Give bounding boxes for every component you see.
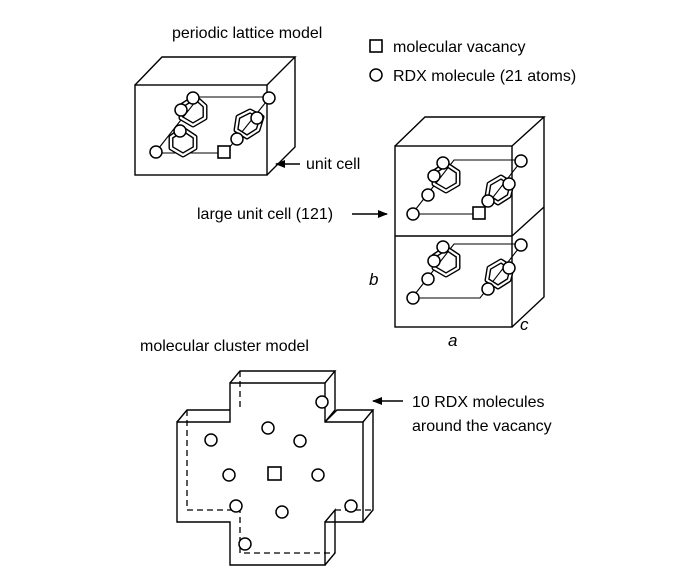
molecule-marker [514, 238, 528, 252]
molecule-marker [421, 272, 435, 286]
molecule-marker [406, 207, 420, 221]
molecule-marker [514, 154, 528, 168]
legend: molecular vacancy RDX molecule (21 atoms… [369, 39, 576, 85]
cluster-molecule [315, 395, 329, 409]
cluster-molecule [238, 537, 252, 551]
molecule-marker [149, 145, 163, 159]
legend-vacancy-label: molecular vacancy [393, 39, 526, 56]
cluster-molecule [229, 499, 243, 513]
cluster-molecule [344, 499, 358, 513]
vacancy-marker [472, 206, 486, 220]
large-unit-cell-box [394, 116, 546, 328]
large-unit-cell-label: large unit cell (121) [197, 206, 333, 223]
legend-molecule-label: RDX molecule (21 atoms) [393, 68, 576, 85]
cluster-note-line1: 10 RDX molecules [412, 394, 545, 411]
molecule-marker [481, 194, 495, 208]
molecule-marker [173, 124, 187, 138]
cluster-note-line2: around the vacancy [412, 418, 552, 435]
cluster-shape [176, 370, 375, 566]
axis-label-a: a [448, 331, 457, 350]
legend-molecule-icon [369, 68, 383, 82]
molecule-marker [427, 254, 441, 268]
cluster-molecule [222, 468, 236, 482]
molecule-marker [427, 169, 441, 183]
axis-label-b: b [369, 270, 378, 289]
cluster-molecule [204, 433, 218, 447]
unit-cell-label: unit cell [306, 156, 360, 173]
cluster-molecule [311, 468, 325, 482]
periodic-model-title: periodic lattice model [172, 25, 322, 42]
molecule-marker [186, 91, 200, 105]
cluster-molecule [293, 434, 307, 448]
molecule-marker [230, 132, 244, 146]
axis-label-c: c [520, 315, 529, 334]
molecule-marker [421, 188, 435, 202]
cluster-molecule [275, 505, 289, 519]
legend-vacancy-icon [369, 39, 383, 53]
molecule-marker [262, 91, 276, 105]
unit-cell-cube [134, 56, 297, 176]
molecule-marker [502, 261, 516, 275]
cluster-model-title: molecular cluster model [140, 338, 309, 355]
molecule-marker [250, 111, 264, 125]
molecule-marker [174, 103, 188, 117]
molecule-marker [406, 291, 420, 305]
molecule-marker [436, 156, 450, 170]
molecule-marker [436, 240, 450, 254]
molecule-marker [502, 177, 516, 191]
vacancy-marker [217, 145, 231, 159]
cluster-vacancy [267, 466, 282, 481]
molecule-marker [481, 282, 495, 296]
cluster-molecule [261, 421, 275, 435]
